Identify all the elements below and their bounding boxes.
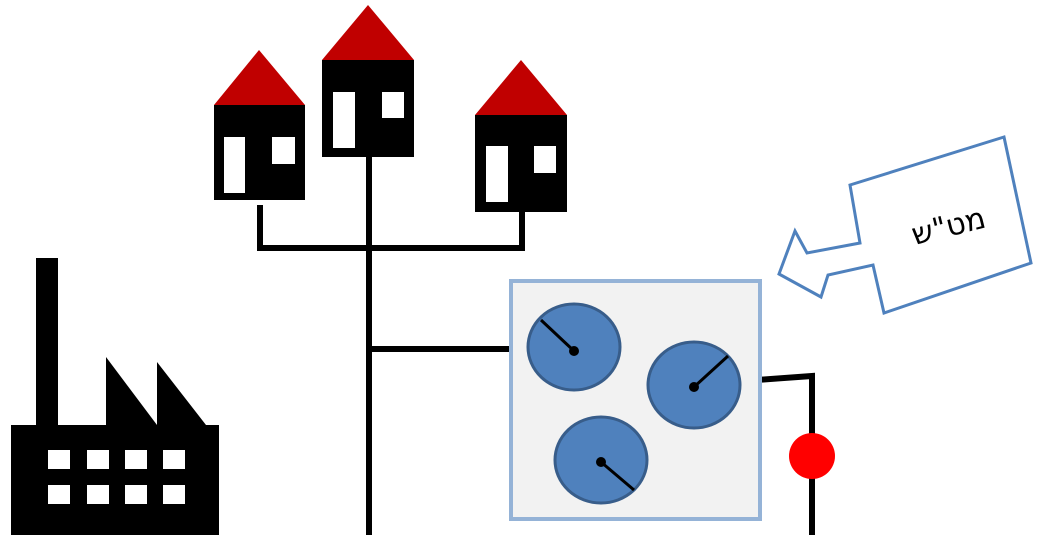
outlet-point-icon [789, 433, 835, 479]
house-left [214, 50, 305, 200]
clarifier-bottom [553, 415, 649, 505]
window [534, 146, 556, 173]
window [382, 92, 404, 118]
house-icon [322, 5, 414, 60]
house-connector-pipe [257, 205, 525, 251]
factory-windows [48, 450, 185, 504]
plant-outlet-pipe [741, 372, 815, 535]
sewer-pipes [257, 155, 815, 535]
clarifier-top [526, 302, 622, 392]
factory-icon [11, 258, 219, 535]
clarifier-right [646, 340, 742, 430]
house-icon [475, 60, 567, 115]
plant-callout: מט"ש [777, 135, 1033, 315]
house-center [322, 5, 414, 157]
door [333, 92, 355, 148]
window [272, 137, 295, 164]
door [486, 146, 508, 202]
door [224, 137, 245, 193]
callout-arrow-shape [777, 135, 1033, 315]
house-right [475, 60, 567, 212]
treatment-plant-icon [509, 279, 762, 521]
house-icon [214, 50, 305, 105]
